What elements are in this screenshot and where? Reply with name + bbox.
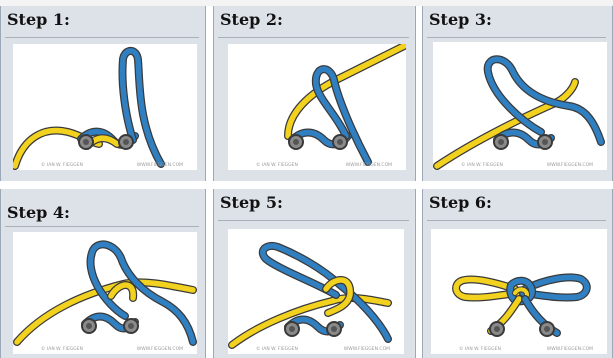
step-panel-5: Step 5: © IAN W. FIEGGEN WWW.FIEGGEN.COM (213, 189, 416, 358)
copyright-credit: © IAN W. FIEGGEN (256, 347, 298, 352)
copyright-credit: © IAN W. FIEGGEN (41, 347, 83, 352)
step-panel-1: Step 1: © IAN W. FIEGGEN WWW.FIEGGE (0, 6, 206, 181)
copyright-credit: © IAN W. FIEGGEN (41, 163, 83, 168)
website-credit: WWW.FIEGGEN.COM (346, 163, 392, 168)
divider (5, 37, 199, 38)
step-title: Step 6: (429, 193, 492, 212)
step-panel-4: Step 4: © IAN W. FIEGGEN WWW.FIEGGEN.COM (0, 189, 206, 358)
knot-illustration: © IAN W. FIEGGEN WWW.FIEGGEN.COM (431, 229, 607, 354)
divider (427, 220, 606, 221)
divider (427, 37, 606, 38)
step-title: Step 1: (7, 10, 70, 29)
website-credit: WWW.FIEGGEN.COM (547, 163, 593, 168)
knot-illustration: © IAN W. FIEGGEN WWW.FIEGGEN.COM (13, 232, 197, 354)
divider (218, 37, 409, 38)
website-credit: WWW.FIEGGEN.COM (344, 347, 390, 352)
website-credit: WWW.FIEGGEN.COM (137, 163, 183, 168)
website-credit: WWW.FIEGGEN.COM (137, 347, 183, 352)
knot-illustration: © IAN W. FIEGGEN WWW.FIEGGEN.COM (228, 44, 406, 170)
divider (5, 226, 199, 227)
step-title: Step 4: (7, 203, 70, 222)
knot-illustration: © IAN W. FIEGGEN WWW.FIEGGEN.COM (13, 44, 197, 170)
copyright-credit: © IAN W. FIEGGEN (256, 163, 298, 168)
step-panel-3: Step 3: © IAN W. FIEGGEN WWW.FIEGGEN.COM (422, 6, 613, 181)
copyright-credit: © IAN W. FIEGGEN (459, 347, 501, 352)
step-title: Step 2: (220, 10, 283, 29)
knot-illustration: © IAN W. FIEGGEN WWW.FIEGGEN.COM (433, 42, 607, 170)
divider (218, 220, 409, 221)
step-title: Step 3: (429, 10, 492, 29)
step-title: Step 5: (220, 193, 283, 212)
knot-illustration: © IAN W. FIEGGEN WWW.FIEGGEN.COM (228, 229, 404, 354)
website-credit: WWW.FIEGGEN.COM (547, 347, 593, 352)
step-panel-2: Step 2: © IAN W. FIEGGEN WWW.FIEGGEN.COM (213, 6, 416, 181)
step-panel-6: Step 6: (422, 189, 613, 358)
copyright-credit: © IAN W. FIEGGEN (461, 163, 503, 168)
